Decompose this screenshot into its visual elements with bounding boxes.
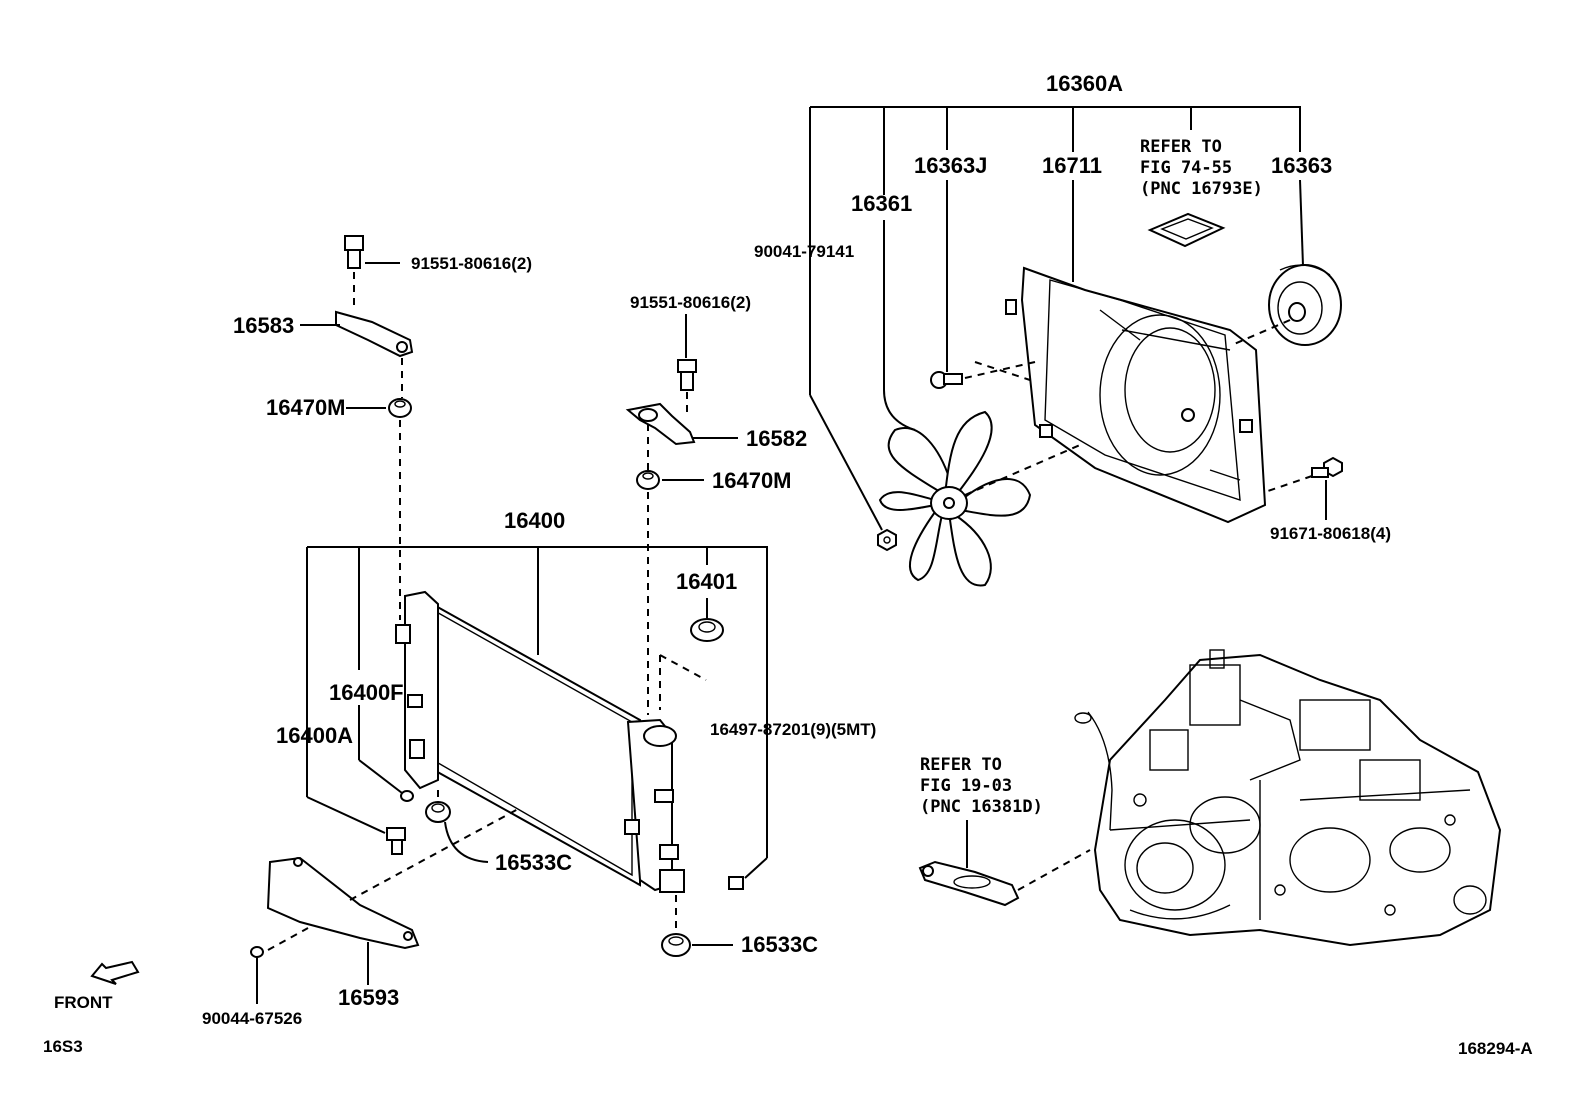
- fan-shroud-16711: [1005, 266, 1267, 524]
- engine-bracket: [918, 860, 1020, 907]
- refer-fig-19-03-line2: FIG 19-03: [920, 776, 1012, 796]
- label-91671-80618: 91671-80618(4): [1270, 524, 1391, 543]
- label-16361: 16361: [851, 191, 912, 216]
- fan-blade-16361: [878, 410, 1032, 587]
- label-16400: 16400: [504, 508, 565, 533]
- refer-fig-19-03-line3: (PNC 16381D): [920, 797, 1043, 817]
- bracket-16582: [625, 402, 696, 446]
- lower-seal-group: 16593 90044-67526: [202, 807, 521, 1028]
- label-90044-67526: 90044-67526: [202, 1009, 302, 1028]
- front-indicator: FRONT: [54, 960, 140, 1012]
- clip-90044-67526: [250, 946, 264, 966]
- figure-code: 168294-A: [1458, 1039, 1533, 1058]
- fan-motor-16363: [1268, 264, 1342, 346]
- upper-left-bracket-group: 91551-80616(2) 16583 16470M: [233, 235, 532, 620]
- cushion-16533C-right: [661, 933, 691, 957]
- bracket-16583: [335, 310, 414, 358]
- refer-fig-74-55-line2: FIG 74-55: [1140, 158, 1232, 178]
- refer-fig-19-03-line1: REFER TO: [920, 755, 1002, 775]
- drain-cock-16400A: [386, 827, 406, 855]
- cushion-16470M-left: [388, 398, 412, 418]
- label-91551-80616-left: 91551-80616(2): [411, 254, 532, 273]
- nut-90041-79141: [877, 528, 897, 552]
- radiator-16400: [395, 590, 685, 893]
- label-16711: 16711: [1042, 153, 1102, 178]
- radiator-cap-16401: [690, 618, 724, 642]
- label-16400A: 16400A: [276, 723, 353, 748]
- label-16363: 16363: [1271, 153, 1332, 178]
- cushion-16533C-left: [425, 801, 451, 823]
- label-16533C-left: 16533C: [495, 850, 572, 875]
- label-16593: 16593: [338, 985, 399, 1010]
- radiator-group: 16400 16401 16400F 16400A 16497-87201(9)…: [276, 508, 876, 957]
- label-16497-87201: 16497-87201(9)(5MT): [710, 720, 876, 739]
- label-16470M-left: 16470M: [266, 395, 346, 420]
- label-16401: 16401: [676, 569, 737, 594]
- section-code: 16S3: [43, 1037, 83, 1056]
- drain-plug-16400F: [400, 790, 414, 802]
- label-16582: 16582: [746, 426, 807, 451]
- engine-assembly: [1074, 649, 1502, 947]
- refer-fig-74-55-line3: (PNC 16793E): [1140, 179, 1263, 199]
- bolt-91551-80616-left: [344, 235, 364, 269]
- front-arrow-icon: [90, 960, 140, 985]
- shroud-label-plate: [1147, 212, 1226, 248]
- cushion-16470M-right: [636, 470, 660, 490]
- front-label: FRONT: [54, 993, 113, 1012]
- label-16363J: 16363J: [914, 153, 987, 178]
- label-16533C-right: 16533C: [741, 932, 818, 957]
- upper-middle-bracket-group: 91551-80616(2) 16582 16470M: [625, 293, 807, 715]
- fan-shroud-group: 16360A 16711 16363J 16363 16361 90041-79…: [754, 71, 1391, 587]
- refer-fig-74-55-line1: REFER TO: [1140, 137, 1222, 157]
- label-90041-79141: 90041-79141: [754, 242, 854, 261]
- bolt-91551-80616-right: [677, 359, 697, 391]
- screw-16363J: [930, 371, 963, 389]
- seal-16593: [266, 856, 420, 950]
- label-16360A: 16360A: [1046, 71, 1123, 96]
- engine-group: REFER TO FIG 19-03 (PNC 16381D): [918, 649, 1502, 947]
- bolt-91671-80618: [1311, 456, 1343, 478]
- clip-16497-87201: [728, 876, 744, 890]
- label-16583: 16583: [233, 313, 294, 338]
- label-16470M-right: 16470M: [712, 468, 792, 493]
- label-91551-80616-right: 91551-80616(2): [630, 293, 751, 312]
- label-16400F: 16400F: [329, 680, 404, 705]
